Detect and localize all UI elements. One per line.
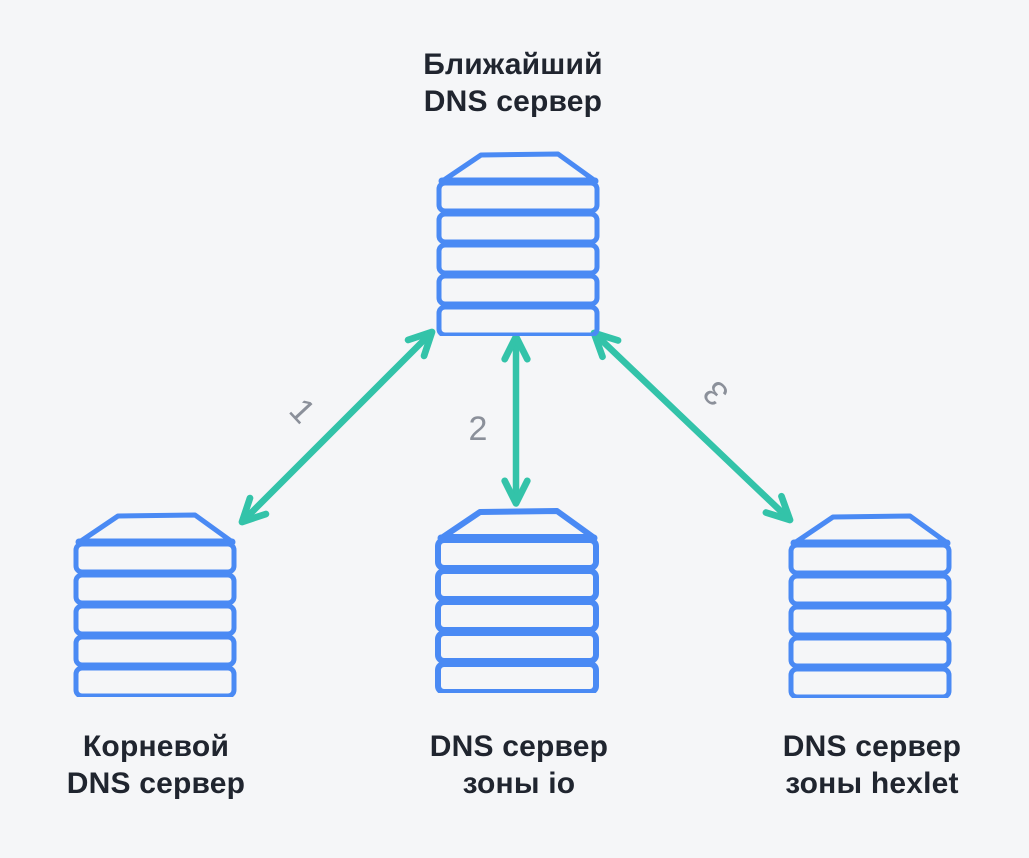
node-label-line: зоны hexlet xyxy=(785,767,959,800)
node-label-line: DNS сервер xyxy=(423,85,603,118)
node-label-line: Корневой xyxy=(82,730,230,763)
node-label-line: DNS сервер xyxy=(429,730,609,763)
node-label-line: DNS сервер xyxy=(66,767,246,800)
node-label-root-dns: Корневой DNS сервер xyxy=(0,728,326,802)
arrow-nearest-zone-hexlet xyxy=(590,329,794,524)
node-label-zone-io-dns: DNS сервер зоны io xyxy=(349,728,689,802)
node-label-line: зоны io xyxy=(462,767,576,800)
edge-label-2: 2 xyxy=(468,410,488,448)
arrow-nearest-root xyxy=(238,328,436,526)
node-label-nearest-dns: Ближайший DNS сервер xyxy=(343,46,683,120)
node-label-line: Ближайший xyxy=(423,48,603,81)
server-icon-nearest-dns xyxy=(435,150,601,336)
node-label-line: DNS сервер xyxy=(782,730,962,763)
server-icon-root-dns xyxy=(72,511,238,697)
node-label-zone-hexlet-dns: DNS сервер зоны hexlet xyxy=(702,728,1029,802)
server-icon-zone-hexlet-dns xyxy=(787,512,953,698)
server-icon-zone-io-dns xyxy=(434,507,600,693)
